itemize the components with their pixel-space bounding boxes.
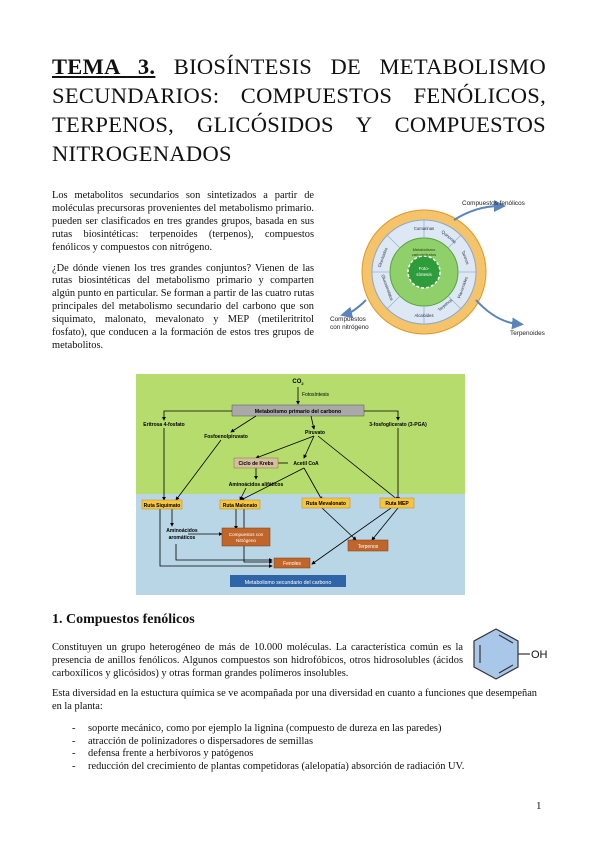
list-item: defensa frente a herbívoros y patógenos	[72, 748, 464, 761]
segment-glucosidos: Glucósidos	[377, 247, 389, 268]
fenoles-label: Fenoles	[283, 561, 301, 567]
list-item: reducción del crecimiento de plantas com…	[72, 761, 464, 774]
fotosintesis-label: Fotosíntesis	[302, 392, 329, 398]
mevalonato-box	[301, 497, 351, 509]
terpenos-label: Terpenos	[358, 544, 379, 550]
nitrogeno-label-1: Compuestos con	[229, 532, 264, 537]
malonato-label: Ruta Malonato	[223, 503, 257, 509]
ring-label-2: carbohidratos	[412, 252, 436, 257]
intro-paragraph-2: ¿De dónde vienen los tres grandes conjun…	[52, 262, 314, 351]
center-label-2: síntesis	[416, 272, 432, 277]
carbon-metabolism-flow-diagram: Metabolismo secundario del carbono CO2 F…	[136, 374, 465, 595]
label-compuestos-fenolicos: Compuestos fenólicos	[462, 200, 525, 207]
piruvato-label: Piruvato	[305, 430, 325, 436]
krebs-box	[233, 457, 279, 469]
section-heading: 1. Compuestos fenólicos	[52, 612, 195, 627]
list-item: atracción de polinizadores o dispersador…	[72, 736, 464, 749]
mep-label: Ruta MEP	[385, 501, 409, 507]
primary-zone	[136, 374, 465, 494]
fosfoenolpiruvato-label: Fosfoenolpiruvato	[204, 434, 248, 440]
oh-label: OH	[531, 649, 548, 661]
aminoacidos-aromaticos-label-1: Aminoácidos	[166, 528, 198, 534]
co2-label: CO2	[292, 379, 304, 386]
benzene-ring	[473, 628, 519, 680]
nitrogeno-label-2: Nitrógeno	[236, 538, 256, 543]
aminoacidos-aromaticos-label-2: aromáticos	[169, 535, 196, 541]
metabolism-circle-figure: Compuestos fenólicos Compuestos con nitr…	[330, 200, 545, 337]
siquimato-label: Ruta Siquimato	[144, 503, 181, 509]
fosfoglicerato-label: 3-fosfoglicerato (3-PGA)	[369, 422, 427, 428]
secondary-metabolism-label: Metabolismo secundario del carbono	[245, 580, 332, 586]
krebs-label: Ciclo de Krebs	[238, 461, 273, 467]
siquimato-box	[141, 499, 183, 510]
segment-alcaloides: Alcaloides	[414, 313, 433, 318]
eritrosa-label: Eritrosa 4-fosfato	[143, 422, 184, 428]
label-nitrogeno-2: con nitrógeno	[330, 324, 369, 331]
segment-taninos: Taninos	[461, 250, 471, 265]
page-number: 1	[536, 800, 542, 812]
aminoacidos-alifaticos-label: Aminoácidos alifáticos	[229, 482, 284, 488]
title-rest: BIOSÍNTESIS DE METABOLISMO SECUNDARIOS: …	[52, 54, 547, 166]
section-paragraph-1: Constituyen un grupo heterogéneo de más …	[52, 642, 463, 679]
secondary-metabolism-box	[230, 575, 346, 587]
center-label-1: Foto-	[419, 266, 430, 271]
intro-paragraph-1: Los metabolitos secundarios son sintetiz…	[52, 190, 314, 253]
document-title: TEMA 3. BIOSÍNTESIS DE METABOLISMO SECUN…	[52, 52, 546, 168]
label-terpenoides: Terpenoides	[510, 330, 545, 337]
intro-text: Los metabolitos secundarios son sintetiz…	[52, 190, 314, 361]
title-lead: TEMA 3.	[52, 54, 156, 79]
nitrogeno-box	[221, 527, 271, 547]
functions-list: soporte mecánico, como por ejemplo la li…	[72, 723, 464, 773]
acetil-label: Acetil CoA	[293, 461, 319, 467]
terpenos-box	[347, 539, 389, 552]
phenol-structure: OH	[473, 628, 548, 680]
primary-metabolism-box	[231, 404, 365, 417]
mep-box	[379, 497, 415, 509]
fenoles-box	[273, 557, 311, 569]
list-item: soporte mecánico, como por ejemplo la li…	[72, 723, 464, 736]
mevalonato-label: Ruta Mevalonato	[306, 501, 346, 507]
segment-cumarinas: Cumarinas	[414, 226, 434, 231]
malonato-box	[219, 499, 261, 510]
ring-label-1: Metabolismo	[413, 247, 436, 252]
label-nitrogeno-1: Compuestos	[330, 316, 366, 323]
primary-metabolism-label: Metabolismo primario del carbono	[255, 409, 342, 415]
section-paragraph-2: Esta diversidad en la estuctura química …	[52, 688, 538, 712]
